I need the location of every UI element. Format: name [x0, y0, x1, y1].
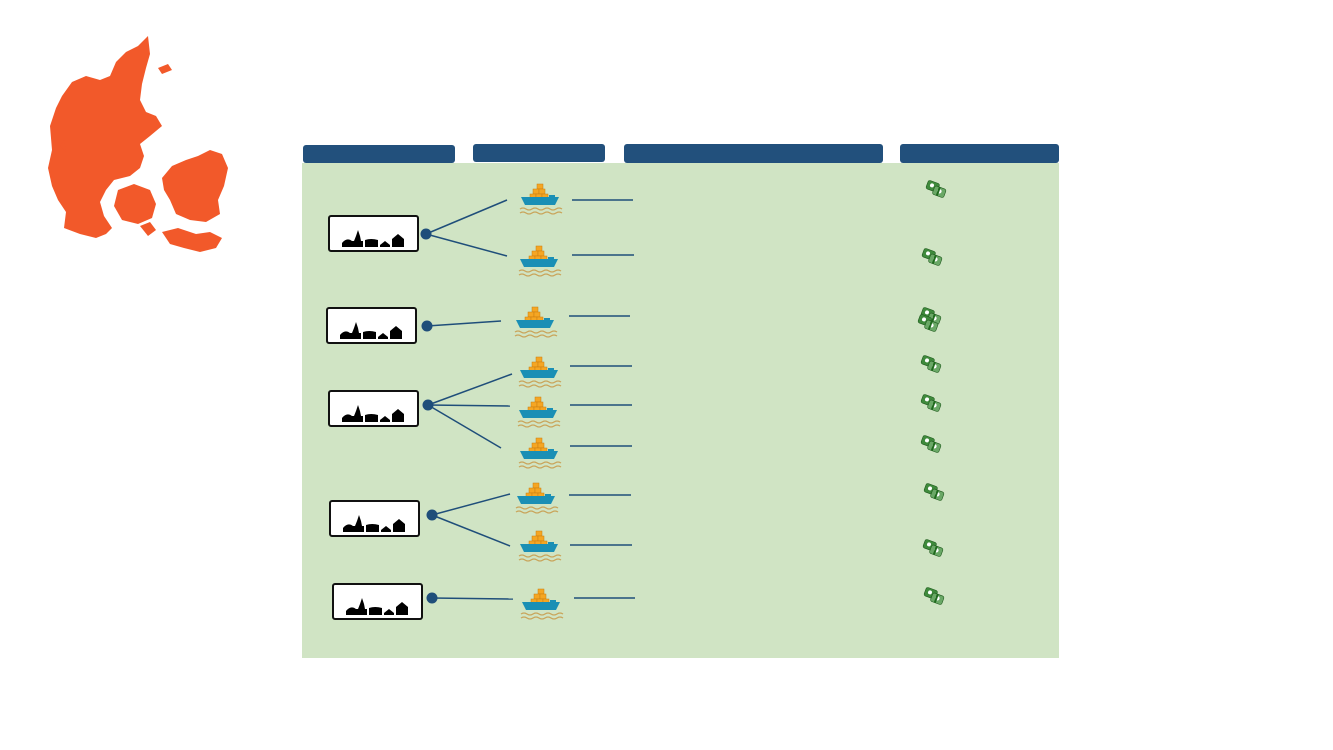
connector-node [422, 399, 434, 411]
town-skyline-icon [328, 215, 419, 252]
column-header-4 [900, 144, 1059, 163]
connector-node [420, 228, 432, 240]
town-skyline-icon [332, 583, 423, 620]
denmark-map-icon [48, 36, 228, 252]
town-skyline-icon [329, 500, 420, 537]
column-header-2 [473, 144, 605, 162]
connector-node [426, 509, 438, 521]
connector-node [421, 320, 433, 332]
connectors [425, 199, 635, 600]
town-skyline-icon [328, 390, 419, 427]
column-header-1 [303, 145, 455, 163]
town-skyline-icon [326, 307, 417, 344]
column-header-3 [624, 144, 883, 163]
content-panel [302, 163, 1059, 658]
connector-node [426, 592, 438, 604]
